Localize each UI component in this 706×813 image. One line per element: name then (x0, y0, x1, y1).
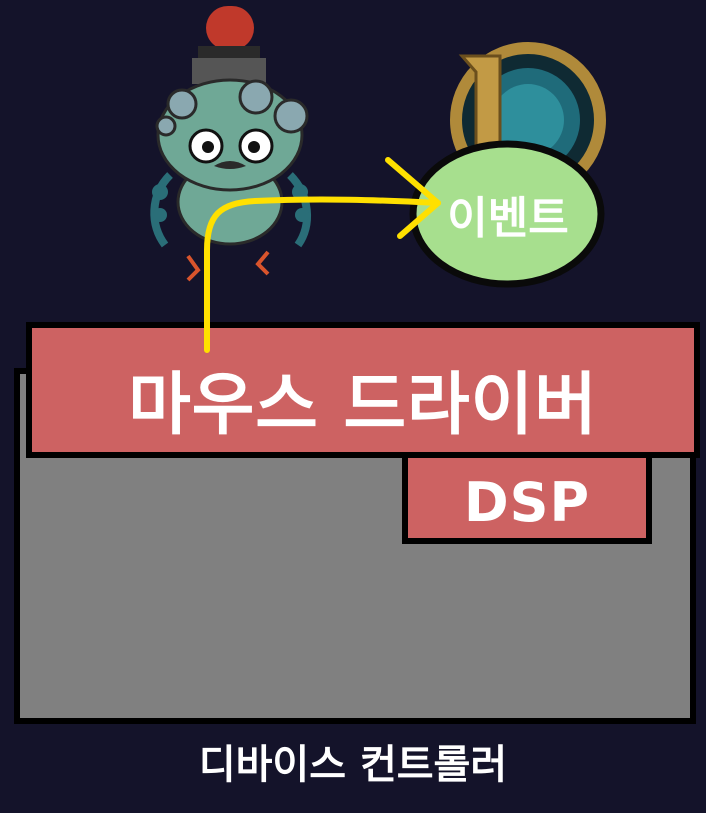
event-label: 이벤트 (447, 193, 569, 244)
dsp-label: DSP (463, 470, 591, 534)
mouse-driver-label: 마우스 드라이버 (128, 365, 598, 445)
dsp-box: DSP (402, 446, 652, 544)
device-controller-label: 디바이스 컨트롤러 (198, 742, 508, 788)
robot-icon (150, 6, 311, 282)
mouse-driver-box: 마우스 드라이버 (26, 322, 700, 458)
event-bubble (409, 140, 605, 288)
flow-arrow (204, 157, 441, 353)
